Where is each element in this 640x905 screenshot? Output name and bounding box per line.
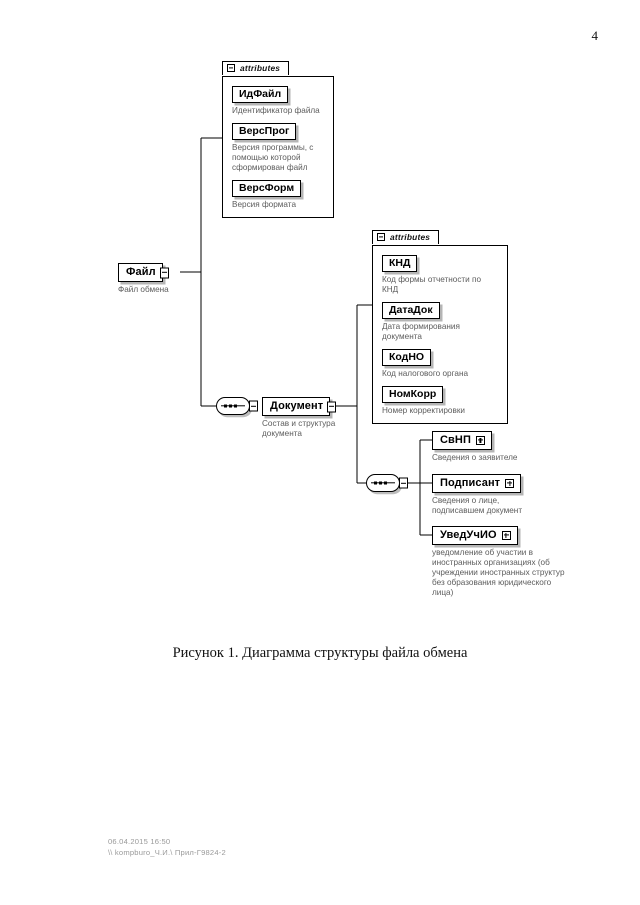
attributes-tab-label: attributes bbox=[390, 232, 431, 242]
node-fajl[interactable]: Файл Файл обмена bbox=[118, 262, 169, 295]
attribute-description: Номер корректировки bbox=[382, 406, 465, 415]
node-podpisant-description: Сведения о лице, подписавшем документ bbox=[432, 496, 523, 515]
attribute-description: Код налогового органа bbox=[382, 369, 469, 378]
attributes-body-file: ИдФайл Идентификатор файла ВерсПрог Верс… bbox=[222, 76, 334, 218]
node-dokument[interactable]: Документ Состав и структура документа bbox=[262, 396, 342, 439]
sequence-compositor-icon[interactable] bbox=[216, 397, 258, 415]
sequence-dots bbox=[224, 404, 237, 408]
attribute-description: Версия формата bbox=[232, 200, 297, 209]
attribute-description: Версия программы, с помощью которой сфор… bbox=[232, 143, 314, 172]
attribute-name[interactable]: НомКорр bbox=[382, 386, 444, 403]
attribute-description: Код формы отчетности по КНД bbox=[382, 275, 482, 294]
footer-timestamp: 06.04.2015 16:50 bbox=[108, 837, 171, 846]
attribute-name[interactable]: КНД bbox=[382, 255, 418, 272]
node-podpisant-box[interactable]: Подписант bbox=[432, 474, 522, 493]
node-svnp-box[interactable]: СвНП bbox=[432, 431, 492, 450]
footer-path: \\ kompburo_Ч.И.\ Прил-Г9824-2 bbox=[108, 848, 226, 857]
node-fajl-box[interactable]: Файл bbox=[118, 263, 169, 282]
attribute-name[interactable]: ВерсПрог bbox=[232, 123, 297, 140]
xsd-structure-diagram: Файл Файл обмена attributes ИдФайл Идент… bbox=[0, 0, 640, 630]
plus-box-icon[interactable] bbox=[505, 478, 515, 488]
page-footer: 06.04.2015 16:50 \\ kompburo_Ч.И.\ Прил-… bbox=[108, 836, 226, 858]
attribute-description: Дата формирования документа bbox=[382, 322, 460, 341]
attribute-name[interactable]: КодНО bbox=[382, 349, 432, 366]
sequence-dots bbox=[374, 481, 387, 485]
plus-box-icon[interactable] bbox=[501, 530, 511, 540]
attribute-item[interactable]: НомКорр Номер корректировки bbox=[382, 384, 499, 416]
child-handle-icon[interactable] bbox=[159, 267, 169, 278]
node-uveduchio-label: УведУчИО bbox=[440, 529, 497, 541]
page-number: 4 bbox=[591, 28, 599, 43]
node-uveduchio-box[interactable]: УведУчИО bbox=[432, 526, 518, 545]
attribute-description: Идентификатор файла bbox=[232, 106, 320, 115]
attribute-item[interactable]: ИдФайл Идентификатор файла bbox=[232, 84, 325, 116]
node-uveduchio[interactable]: УведУчИО уведомление об участии в иностр… bbox=[432, 525, 570, 598]
child-handle-icon[interactable] bbox=[327, 401, 337, 412]
attribute-name[interactable]: ДатаДок bbox=[382, 302, 440, 319]
plus-box-icon[interactable] bbox=[475, 435, 485, 445]
node-svnp-label: СвНП bbox=[440, 434, 471, 446]
attribute-name[interactable]: ИдФайл bbox=[232, 86, 289, 103]
node-podpisant[interactable]: Подписант Сведения о лице, подписавшем д… bbox=[432, 473, 544, 516]
child-handle-icon[interactable] bbox=[249, 400, 258, 412]
attributes-panel-document[interactable]: attributes КНД Код формы отчетности по К… bbox=[372, 228, 508, 424]
attribute-item[interactable]: ДатаДок Дата формирования документа bbox=[382, 300, 499, 342]
attribute-item[interactable]: ВерсПрог Версия программы, с помощью кот… bbox=[232, 121, 325, 173]
node-dokument-box[interactable]: Документ bbox=[262, 397, 337, 416]
attributes-tab-document[interactable]: attributes bbox=[372, 229, 440, 244]
node-fajl-description: Файл обмена bbox=[118, 285, 169, 294]
attribute-item[interactable]: ВерсФорм Версия формата bbox=[232, 178, 325, 210]
attribute-item[interactable]: КодНО Код налогового органа bbox=[382, 347, 499, 379]
node-uveduchio-description: уведомление об участии в иностранных орг… bbox=[432, 548, 565, 597]
figure-caption: Рисунок 1. Диаграмма структуры файла обм… bbox=[172, 645, 468, 661]
sequence-compositor-icon[interactable] bbox=[366, 474, 408, 492]
diagram-connectors bbox=[180, 137, 432, 536]
attributes-tab-label: attributes bbox=[240, 63, 281, 73]
attribute-item[interactable]: КНД Код формы отчетности по КНД bbox=[382, 253, 499, 295]
node-svnp-description: Сведения о заявителе bbox=[432, 453, 518, 462]
node-svnp[interactable]: СвНП Сведения о заявителе bbox=[432, 430, 517, 463]
child-handle-icon[interactable] bbox=[399, 477, 408, 489]
minus-box-icon[interactable] bbox=[377, 233, 385, 241]
minus-box-icon[interactable] bbox=[227, 64, 235, 72]
attribute-name[interactable]: ВерсФорм bbox=[232, 180, 302, 197]
attributes-tab-file[interactable]: attributes bbox=[222, 60, 290, 75]
node-dokument-label: Документ bbox=[270, 400, 324, 412]
node-podpisant-label: Подписант bbox=[440, 477, 501, 489]
node-fajl-label: Файл bbox=[126, 266, 156, 278]
attributes-panel-file[interactable]: attributes ИдФайл Идентификатор файла Ве… bbox=[222, 59, 334, 218]
attributes-body-document: КНД Код формы отчетности по КНД ДатаДок … bbox=[372, 245, 508, 424]
node-dokument-description: Состав и структура документа bbox=[262, 419, 336, 438]
